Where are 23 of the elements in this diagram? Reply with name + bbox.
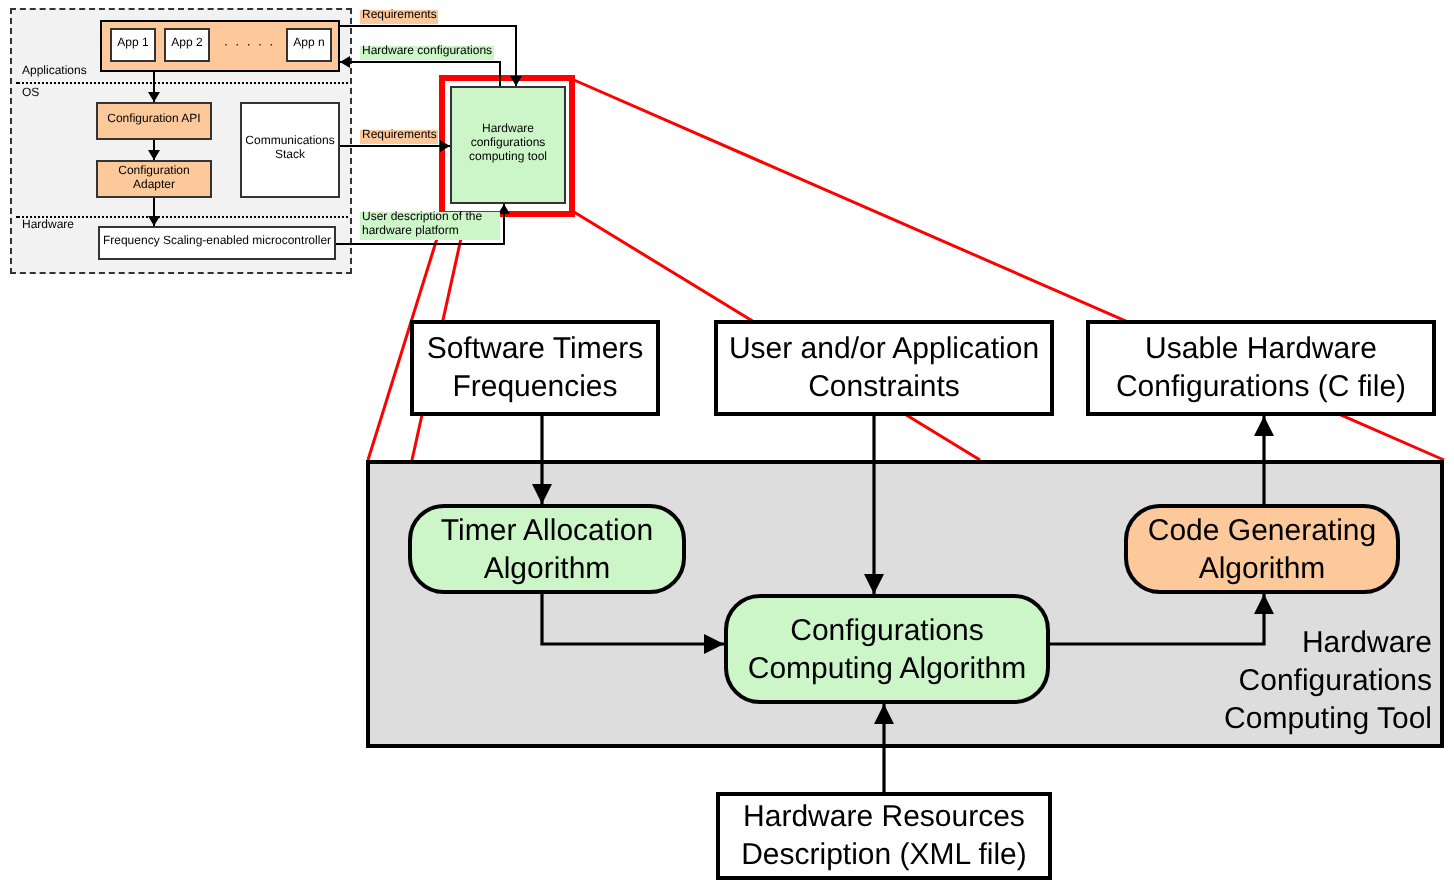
arrow [540,594,724,654]
arrow [148,197,160,227]
arrow [874,704,894,792]
arrow [1254,416,1274,504]
tool-container [366,460,1444,748]
arrow [148,71,160,103]
process-box: Timer Allocation Algorithm [408,504,686,594]
arrow [148,139,160,161]
arrow [339,56,501,87]
arrow [864,416,884,594]
input-box: Software Timers Frequencies [410,320,660,416]
arrow [335,203,510,245]
arrow [339,140,451,152]
process-box: Code Generating Algorithm [1124,504,1400,594]
arrow [532,416,552,504]
output-box: Usable Hardware Configurations (C file) [1086,320,1436,416]
input-box: User and/or Application Constraints [714,320,1054,416]
process-box: Configurations Computing Algorithm [724,594,1050,704]
arrow [339,25,522,87]
apps-container [100,20,340,72]
arrow [1050,594,1274,646]
node-label: Hardware Configurations Computing Tool [1222,624,1432,738]
input-box: Hardware Resources Description (XML file) [716,792,1052,880]
